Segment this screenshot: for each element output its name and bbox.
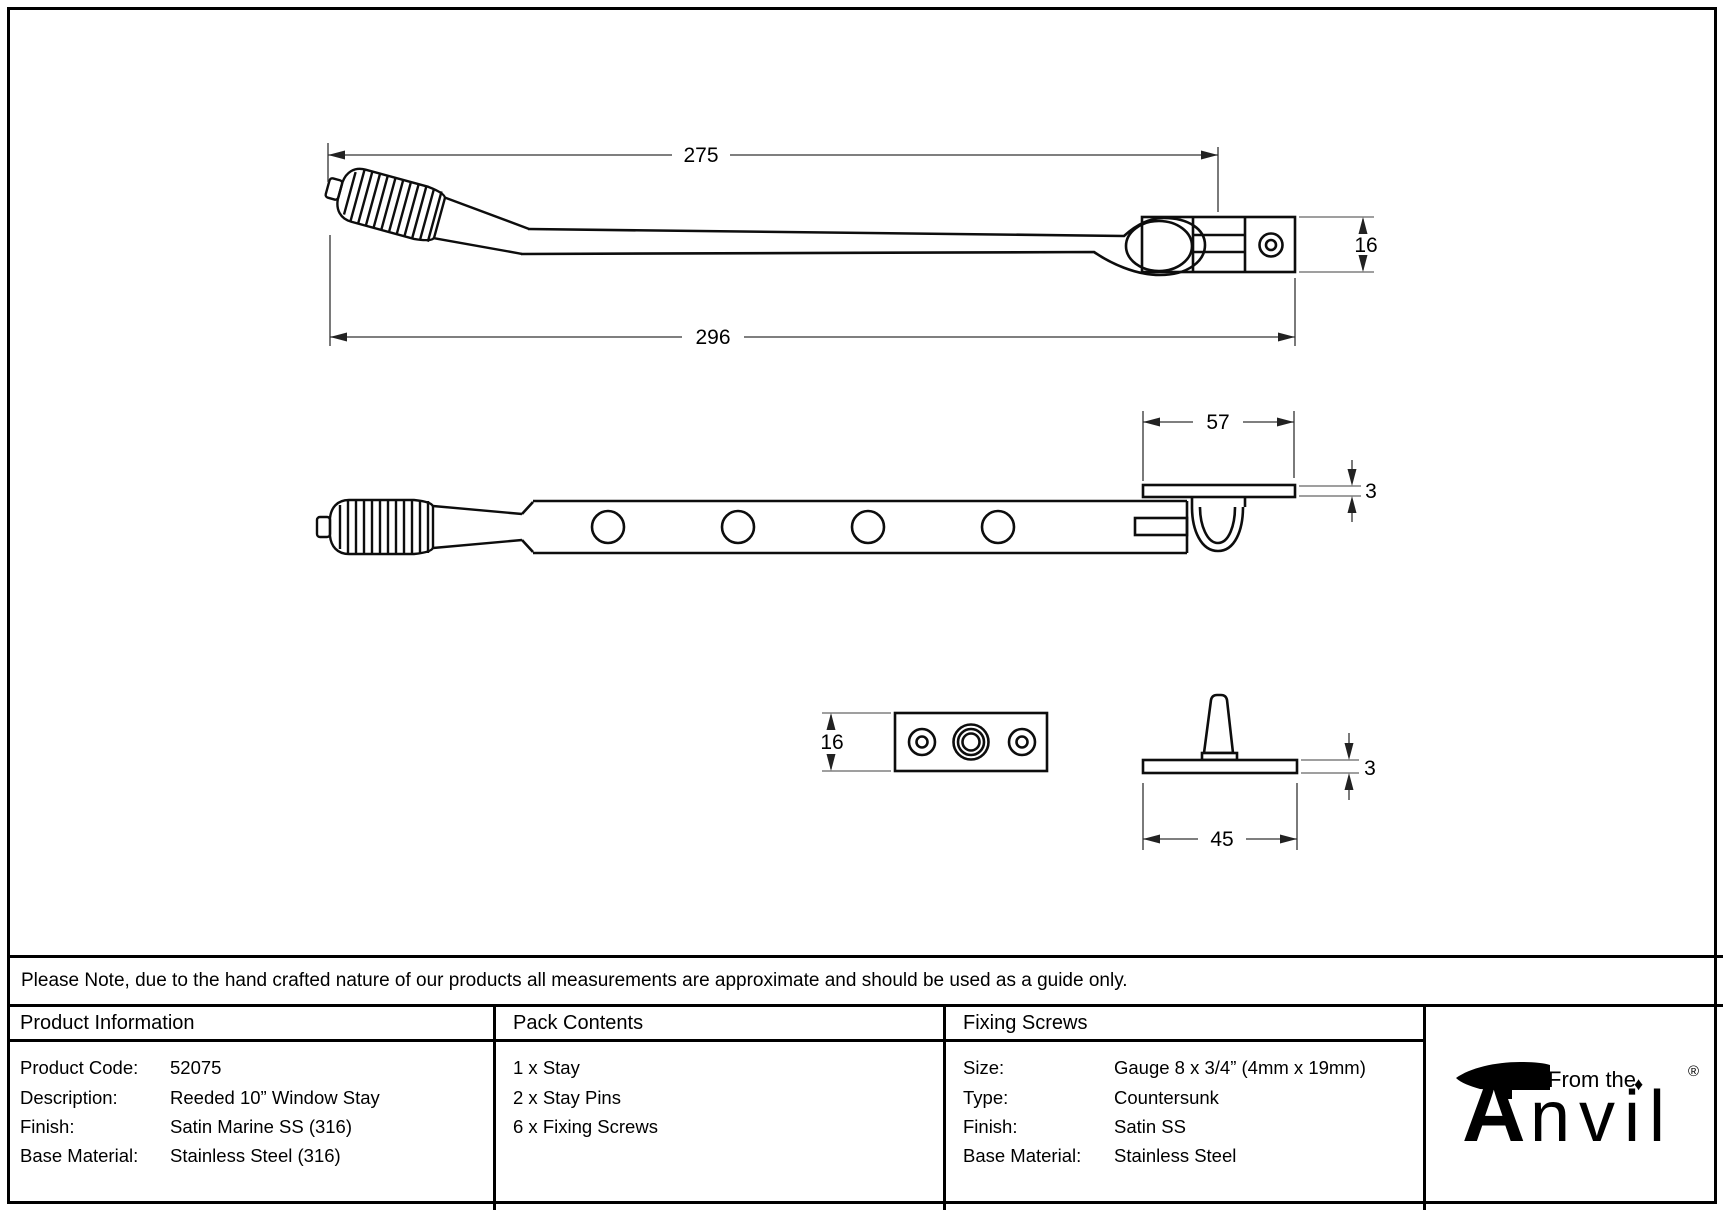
keep-plate-screw-hole <box>907 727 937 757</box>
dimension-275-label: 275 <box>683 144 718 167</box>
stay-pin-cone <box>1202 693 1235 755</box>
stay-slot <box>1133 516 1189 537</box>
dimension-16-keep-plate-label: 16 <box>820 731 843 754</box>
dimension-296 <box>329 235 1296 346</box>
screw-base-material-label: Base Material: <box>963 1145 1082 1166</box>
logo-brand-rest: nvil <box>1530 1077 1674 1157</box>
locking-bracket <box>1140 215 1297 274</box>
dimension-57-label: 57 <box>1206 411 1229 434</box>
technical-drawing: 275 296 16 <box>315 143 1378 851</box>
keep-plate <box>893 711 1049 773</box>
keep-plate-screw-hole <box>1007 727 1037 757</box>
screw-base-material-value: Stainless Steel <box>1114 1145 1237 1166</box>
dimension-45-label: 45 <box>1210 828 1233 851</box>
dimension-296-label: 296 <box>695 326 730 349</box>
stay-pin-base-plate <box>1141 758 1299 775</box>
stay-arm-top-edge <box>527 216 1165 238</box>
anvil-icon <box>1456 1062 1550 1099</box>
finish-label: Finish: <box>20 1116 75 1137</box>
table-divider <box>943 1007 946 1210</box>
stay-hole <box>590 509 626 545</box>
brand-logo: A nvil From the ♦ ® <box>1420 1040 1723 1210</box>
product-code-label: Product Code: <box>20 1057 139 1078</box>
keep-plate-center-hole <box>952 723 990 761</box>
product-code-value: 52075 <box>170 1057 222 1078</box>
diamond-icon: ♦ <box>1634 1074 1643 1094</box>
stay-hole <box>720 509 756 545</box>
dimension-45 <box>1142 783 1298 850</box>
stay-hole <box>850 509 886 545</box>
registered-trademark-icon: ® <box>1688 1063 1699 1080</box>
keep-plate-side <box>1141 483 1297 499</box>
dimension-16-bracket-label: 16 <box>1354 234 1377 257</box>
dimension-3-keep-label: 3 <box>1365 480 1377 503</box>
finish-value: Satin Marine SS (316) <box>170 1116 353 1137</box>
dimension-3-pin-label: 3 <box>1364 757 1376 780</box>
stay-pivot-eye <box>1124 219 1194 273</box>
table-divider <box>1423 1007 1426 1210</box>
bracket-screw-hole <box>1258 232 1284 258</box>
keep-plate-top-view: 16 <box>820 711 1049 773</box>
stay-top-view: 57 3 <box>315 411 1377 556</box>
screw-type-label: Type: <box>963 1087 1009 1108</box>
keep-hook-inner <box>1198 506 1237 545</box>
description-value: Reeded 10” Window Stay <box>170 1087 380 1108</box>
product-information-header: Product Information <box>20 1012 195 1034</box>
from-the-anvil-logo: A nvil From the ♦ ® <box>1456 1061 1699 1160</box>
screw-finish-value: Satin SS <box>1114 1116 1186 1137</box>
screw-size-label: Size: <box>963 1057 1005 1078</box>
fixing-screws-header: Fixing Screws <box>963 1012 1088 1034</box>
dimension-275 <box>327 143 1219 212</box>
screw-finish-label: Finish: <box>963 1116 1018 1137</box>
screw-type-value: Countersunk <box>1114 1087 1219 1108</box>
table-header-rule <box>7 1039 1423 1042</box>
note-text: Please Note, due to the hand crafted nat… <box>21 970 1128 991</box>
description-label: Description: <box>20 1087 118 1108</box>
pack-item: 6 x Fixing Screws <box>513 1116 658 1137</box>
stay-hole <box>980 509 1016 545</box>
pack-contents-header: Pack Contents <box>513 1012 644 1034</box>
table-divider <box>493 1007 496 1210</box>
base-material-value: Stainless Steel (316) <box>170 1145 341 1166</box>
sheet-border <box>7 7 1717 1204</box>
stay-arm-bottom-edge <box>520 216 1207 277</box>
pack-item: 1 x Stay <box>513 1057 580 1078</box>
stay-pin-side-view: 3 45 <box>1141 693 1376 851</box>
base-material-label: Base Material: <box>20 1145 139 1166</box>
stay-side-view: 275 296 16 <box>319 143 1378 349</box>
note-bar: Please Note, due to the hand crafted nat… <box>7 955 1723 1007</box>
screw-size-value: Gauge 8 x 3/4” (4mm x 19mm) <box>1114 1057 1366 1078</box>
pack-item: 2 x Stay Pins <box>513 1087 621 1108</box>
keep-hook-outer <box>1190 506 1245 553</box>
logo-tagline: From the <box>1548 1067 1636 1092</box>
